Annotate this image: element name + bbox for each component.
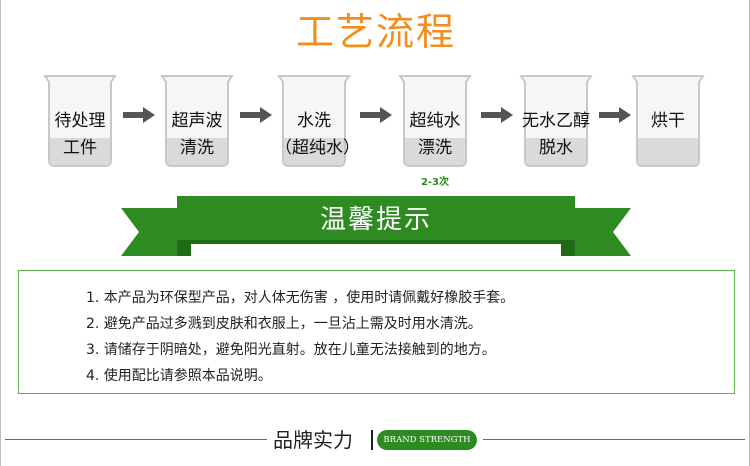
page-title: 工艺流程 [295,10,456,54]
beaker-icon [160,75,234,167]
step-label: 水洗（超纯水） [275,111,360,158]
brand-strength-badge: BRAND STRENGTH [377,430,477,450]
beaker-step-3: 水洗（超纯水） [275,74,360,168]
tips-title: 温馨提示 [319,205,432,235]
rinse-count-note: 2-3次 [420,177,450,188]
tip-item: 1. 本产品为环保型产品，对人体无伤害 ，使用时请佩戴好橡胶手套。 [86,290,515,306]
step-label: 无水乙醇脱水 [522,111,590,158]
beaker-icon [43,75,117,167]
arrow-right-icon [123,107,155,123]
tip-item: 2. 避免产品过多溅到皮肤和衣服上，一旦沾上需及时用水清洗。 [86,316,482,332]
arrow-right-icon [240,107,272,123]
beaker-step-6: 烘干 [629,74,707,168]
beaker-step-5: 无水乙醇脱水 [517,74,595,168]
divider [483,439,745,440]
step-label: 待处理工件 [54,111,106,158]
footer-title: 品牌实力 [273,428,353,452]
step-label: 烘干 [651,111,685,131]
arrow-right-icon [599,107,631,123]
beaker-icon [631,75,705,167]
beaker-icon [277,75,351,167]
divider [371,430,373,450]
step-label: 超纯水漂洗 [409,111,461,158]
tip-item: 4. 使用配比请参照本品说明。 [86,368,272,384]
beaker-step-2: 超声波清洗 [158,74,236,168]
beaker-step-4: 超纯水漂洗 [396,74,474,168]
arrow-right-icon [360,107,392,123]
beaker-icon [398,75,472,167]
beaker-icon [519,75,593,167]
arrow-right-icon [481,107,513,123]
tips-banner-ribbon [121,196,631,256]
tip-item: 3. 请储存于阴暗处，避免阳光直射。放在儿童无法接触到的地方。 [86,342,496,358]
tips-box [18,270,735,394]
beaker-step-1: 待处理工件 [41,74,119,168]
step-label: 超声波清洗 [171,111,223,158]
divider [5,439,267,440]
